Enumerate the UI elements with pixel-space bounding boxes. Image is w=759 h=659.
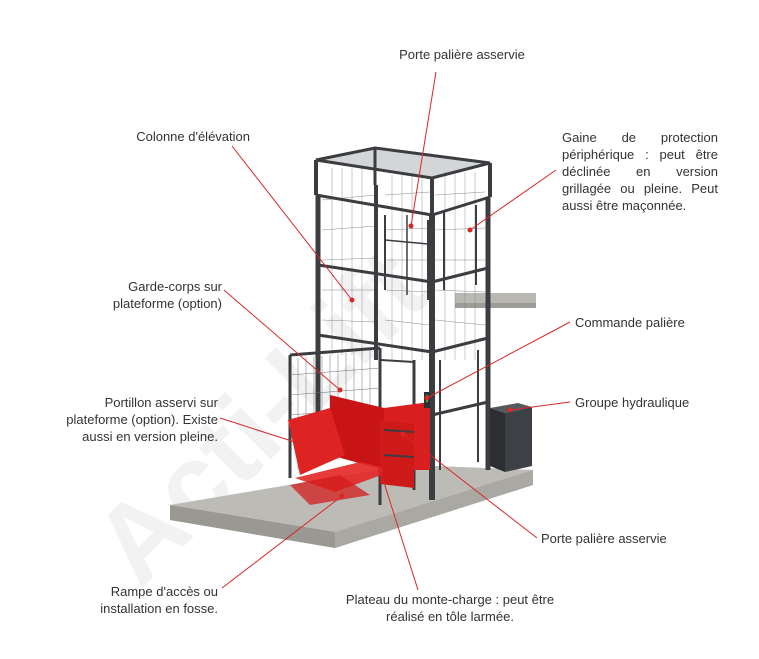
leader-garde-corps xyxy=(223,289,341,391)
leader-portillon xyxy=(219,417,305,446)
label-groupe: Groupe hydraulique xyxy=(575,395,690,410)
hydraulic-unit xyxy=(490,403,532,472)
leader-porte-top xyxy=(410,71,437,227)
label-porte-paliere-top: Porte palière asservie xyxy=(399,47,525,62)
leader-colonne xyxy=(231,145,353,301)
leader-rampe xyxy=(221,495,343,589)
elevator-tower xyxy=(314,146,492,500)
label-commande: Commande palière xyxy=(575,315,685,330)
label-rampe: Rampe d'accès ou installation en fosse. xyxy=(100,584,218,616)
label-garde-corps: Garde-corps sur plateforme (option) xyxy=(112,279,222,311)
leader-porte-bottom xyxy=(402,433,538,539)
label-porte-paliere-bottom: Porte palière asservie xyxy=(541,531,667,546)
leader-lines xyxy=(219,71,571,591)
leader-commande xyxy=(426,321,571,399)
label-portillon: Portillon asservi sur plateforme (option… xyxy=(66,395,218,444)
platform-plateau xyxy=(288,395,430,505)
leader-gaine xyxy=(469,169,557,231)
label-gaine: Gaine de protection périphérique : peut … xyxy=(562,130,718,213)
label-colonne: Colonne d'élévation xyxy=(136,129,250,144)
upper-floor-slab xyxy=(455,293,536,308)
leader-groupe xyxy=(509,401,571,411)
leader-plateau xyxy=(379,469,419,591)
concrete-slab xyxy=(170,465,533,548)
label-plateau: Plateau du monte-charge : peut être réal… xyxy=(345,592,555,624)
